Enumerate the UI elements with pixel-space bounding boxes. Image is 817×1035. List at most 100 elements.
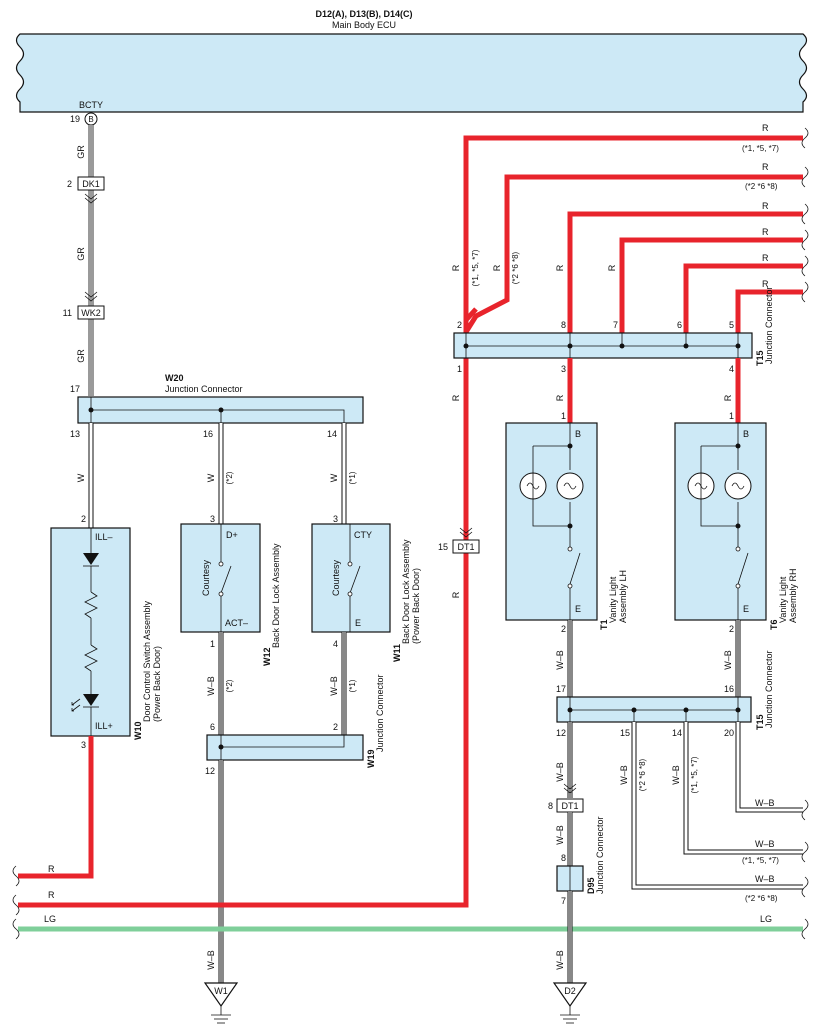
t6-name-line2: Assembly RH: [788, 568, 798, 623]
note-wb-pin15-v: (*2 *6 *8): [638, 758, 647, 791]
wire-label-wb-w1: W–B: [206, 950, 216, 970]
ecu-name: Main Body ECU: [332, 20, 396, 30]
t15-bottom-splice-4: [735, 707, 741, 713]
w11-component-box: [311, 523, 391, 633]
connector-dt1-left: [452, 539, 480, 554]
note-wb-pin15-h: (*2 *6 *8): [745, 894, 778, 903]
t6-name-line1: Vanity Light: [778, 576, 788, 623]
t15-bottom-pin-16: 16: [724, 684, 734, 694]
led-emission-arrows-icon: [71, 698, 81, 712]
t15-bottom-name: Junction Connector: [764, 650, 774, 728]
w10-code: W10: [133, 721, 143, 740]
t15-top-splice-5: [735, 343, 741, 349]
t15-top-junction-box: [453, 332, 753, 359]
wire-r-top-5: [683, 263, 803, 333]
t15-top-code: T15: [755, 350, 765, 366]
t15-top-pin-2: 2: [457, 320, 462, 330]
wire-label-wb-pin15-v: W–B: [619, 765, 629, 785]
main-body-ecu-box: [15, 33, 808, 113]
t15-bottom-junction-box: [556, 696, 752, 723]
w12-component-box: [180, 523, 261, 633]
w20-pin-17: 17: [70, 384, 80, 394]
t15-top-pin-8: 8: [561, 320, 566, 330]
w20-splice-left: [88, 407, 94, 413]
w19-pin-2: 2: [333, 722, 338, 732]
t15-bottom-pin-12: 12: [556, 728, 566, 738]
t15-bottom-splice-1: [567, 707, 573, 713]
wire-break-mark-right-bottom: [801, 799, 809, 940]
t1-component-box: [505, 422, 598, 621]
w10-name-line1: Door Control Switch Assembly: [142, 600, 152, 722]
w12-switch-icon: [218, 524, 232, 632]
t15-bottom-pin-20: 20: [724, 728, 734, 738]
wire-label-r-top-1: R: [762, 123, 769, 133]
wire-label-r-top-3: R: [762, 201, 769, 211]
wire-label-wb-w11: W–B: [329, 676, 339, 696]
t15-top-splice-4: [683, 343, 689, 349]
w11-switch-label: Courtesy: [331, 559, 341, 596]
wire-label-wb-d2: W–B: [555, 950, 565, 970]
w10-label-bottom: ILL+: [95, 721, 113, 731]
wire-label-w-2: W: [206, 473, 216, 482]
diode-icon: [83, 553, 99, 565]
wire-label-wb-center-2: W–B: [555, 825, 565, 845]
w19-junction-box: [206, 734, 364, 761]
w10-internal-circuit: [71, 528, 99, 736]
wire-label-w-3: W: [329, 473, 339, 482]
w19-pin-12: 12: [205, 766, 215, 776]
d95-pin-out: 7: [561, 896, 566, 906]
wire-label-r-top-5: R: [762, 253, 769, 263]
t15-top-splice-2: [567, 343, 573, 349]
w11-name-line2: (Power Back Door): [411, 568, 421, 644]
w10-pin-bottom: 3: [81, 740, 86, 750]
t1-name-line1: Vanity Light: [608, 576, 618, 623]
note-w11-top: (*1): [348, 471, 357, 484]
t15-bottom-pin-14: 14: [672, 728, 682, 738]
t1-name-line2: Assembly LH: [618, 570, 628, 623]
note-wb-pin14-h: (*1, *5, *7): [742, 856, 779, 865]
ecu-terminal-label: BCTY: [79, 100, 103, 110]
t15-top-pin-3: 3: [561, 364, 566, 374]
wire-label-r-t15-down-2: R: [451, 591, 461, 598]
wire-label-r-t1: R: [555, 394, 565, 401]
wire-label-gr-1: GR: [76, 145, 86, 159]
t6-pin-top: 1: [729, 411, 734, 421]
wire-label-gr-3: GR: [76, 349, 86, 363]
w20-pin-16: 16: [203, 429, 213, 439]
w11-pin-top: 3: [333, 514, 338, 524]
connector-wk2-chevron: [84, 291, 98, 302]
ground-d2-label: D2: [564, 986, 576, 996]
t15-top-pin-5: 5: [729, 320, 734, 330]
connector-dk1-pin: 2: [67, 179, 72, 189]
t15-bottom-splice-2: [631, 707, 637, 713]
wire-label-wb-t1: W–B: [555, 650, 565, 670]
wire-label-r-vert-4: R: [607, 264, 617, 271]
t15-bottom-splice-3: [683, 707, 689, 713]
ground-icon-w1: [203, 982, 239, 1024]
w19-name: Junction Connector: [375, 674, 385, 752]
t6-code: T6: [769, 619, 779, 630]
wire-label-lg-right: LG: [760, 914, 772, 924]
connector-dt1-left-label: DT1: [457, 542, 474, 552]
note-r-top-2: (*2 *6 *8): [745, 182, 778, 191]
wire-label-r-w10: R: [48, 864, 55, 874]
connector-wk2-pin: 11: [63, 308, 72, 318]
t6-pin-bottom: 2: [729, 624, 734, 634]
wire-label-r-top-6: R: [762, 279, 769, 289]
t6-component-box: [674, 422, 767, 621]
t1-code: T1: [599, 619, 609, 630]
d95-name: Junction Connector: [595, 816, 605, 894]
connector-wk2-label: WK2: [81, 308, 101, 318]
wire-label-wb-pin14-v: W–B: [671, 765, 681, 785]
note-r-top-1: (*1, *5, *7): [742, 144, 779, 153]
wire-wb-pin15: [631, 722, 803, 890]
wire-r-top-2: [463, 174, 803, 334]
t15-top-pin-4: 4: [729, 364, 734, 374]
wire-wb-pin14: [683, 722, 803, 855]
wire-break-mark-right-top: [801, 127, 809, 303]
connector-dk1: [77, 176, 105, 191]
wire-r-top-4: [619, 237, 803, 333]
w20-code: W20: [165, 373, 184, 383]
wire-label-wb-w12: W–B: [206, 676, 216, 696]
